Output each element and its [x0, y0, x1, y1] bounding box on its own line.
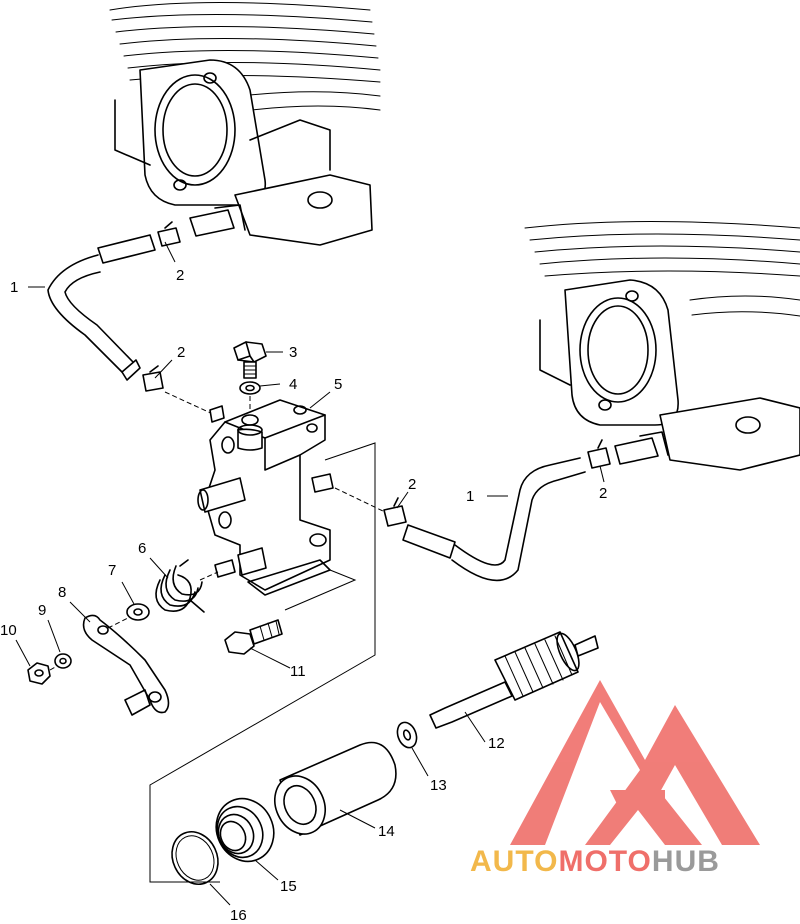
assembly-line-lever: [107, 616, 131, 629]
thrust-washer: [396, 721, 418, 749]
assembly-bracket-inner: [284, 569, 357, 611]
callout-2-right: 2: [408, 476, 416, 493]
banjo-bolt: [233, 341, 267, 379]
callout-4: 4: [289, 376, 297, 393]
callout-9: 9: [38, 602, 46, 619]
sealing-washer: [239, 381, 261, 395]
callout-15: 15: [280, 878, 297, 895]
callout-1-right: 1: [466, 488, 474, 505]
callout-5: 5: [334, 376, 342, 393]
shaft-bushing: [274, 741, 397, 836]
drive-gear-shaft: [429, 631, 599, 729]
wordmark-auto: AUTO: [470, 845, 559, 878]
hose-clamp-middle: [142, 365, 164, 392]
hose-clamp-right-upper: [587, 439, 611, 469]
callout-11: 11: [290, 663, 306, 680]
assembly-bracket: [149, 442, 376, 883]
callout-2-mid: 2: [177, 344, 185, 361]
lock-washer: [54, 653, 72, 669]
callout-2-top: 2: [176, 267, 184, 284]
hose-clamp-upper: [157, 221, 181, 247]
oil-hose-left: [47, 234, 156, 381]
assembly-line-spring: [199, 571, 219, 581]
callout-2-far: 2: [599, 485, 607, 502]
oil-seal: [215, 797, 275, 863]
oil-hose-right: [402, 457, 586, 582]
hose-clamp-right-lower: [383, 497, 407, 527]
wordmark-hub: HUB: [651, 845, 720, 878]
snap-ring: [171, 831, 219, 885]
callout-14: 14: [378, 823, 395, 840]
callout-8: 8: [58, 584, 66, 601]
lever-washer: [126, 603, 150, 621]
callout-12: 12: [488, 735, 505, 752]
control-lever: [82, 614, 170, 716]
callout-13: 13: [430, 777, 447, 794]
callout-labels: 1 2 2 3 4 5 2 1 2 6 7 8 9 10 11 12 13 14…: [0, 267, 607, 924]
callout-3: 3: [289, 344, 297, 361]
callout-7: 7: [108, 562, 116, 579]
callout-16: 16: [230, 907, 247, 924]
engine-cylinder-right: [524, 221, 800, 471]
wordmark-moto: MOTO: [558, 845, 652, 878]
automotohub-wordmark: AUTOMOTOHUB: [470, 842, 800, 882]
assembly-line-hose-right: [334, 487, 386, 513]
assembly-line-hose-left: [164, 391, 216, 416]
return-spring: [155, 559, 205, 613]
hex-nut: [27, 662, 51, 685]
callout-10: 10: [0, 622, 17, 639]
assembly-line-nut: [49, 665, 58, 671]
mounting-bolt: [224, 619, 283, 655]
oil-pump-body: [197, 399, 334, 596]
callout-1-left: 1: [10, 279, 18, 296]
engine-cylinder-upper: [109, 2, 381, 246]
leader-lines: [15, 241, 605, 906]
automotohub-logo-icon: [510, 680, 760, 845]
callout-6: 6: [138, 540, 146, 557]
